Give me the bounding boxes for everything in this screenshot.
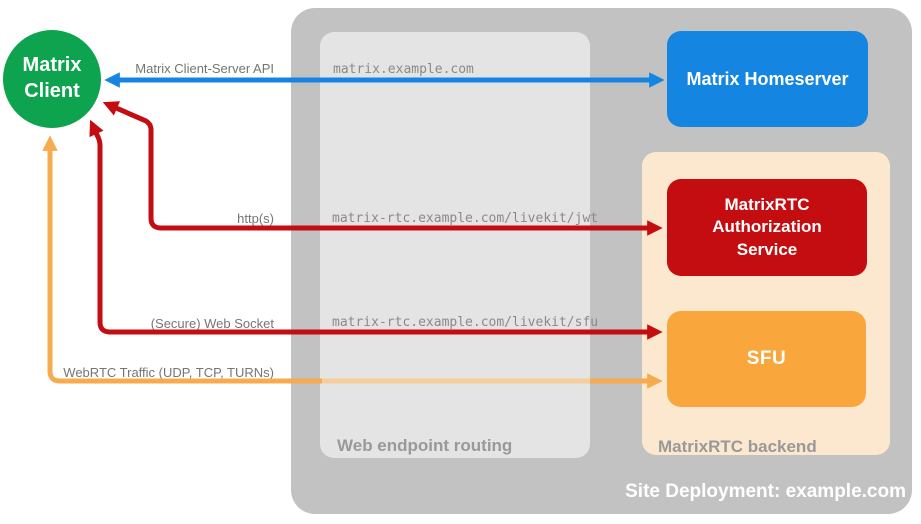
endpoint-livekit-sfu: matrix-rtc.example.com/livekit/sfu <box>332 315 599 330</box>
matrixrtc-authorization-service-label: MatrixRTC Authorization Service <box>712 195 822 259</box>
arrow-webrtc-traffic-left <box>42 135 322 384</box>
site-deployment-label: Site Deployment: example.com <box>625 481 906 502</box>
endpoint-livekit-jwt: matrix-rtc.example.com/livekit/jwt <box>332 211 599 226</box>
label-matrix-client-server-api: Matrix Client-Server API <box>135 61 274 76</box>
matrix-homeserver-label: Matrix Homeserver <box>686 68 849 89</box>
web-endpoint-routing-container <box>320 32 590 458</box>
sfu-label: SFU <box>746 348 787 369</box>
web-endpoint-routing-label: Web endpoint routing <box>337 436 513 455</box>
matrixrtc-authorization-service-node: MatrixRTC Authorization Service <box>667 179 867 276</box>
matrix-homeserver-node: Matrix Homeserver <box>667 31 868 127</box>
label-https: http(s) <box>237 211 274 226</box>
label-webrtc-traffic: WebRTC Traffic (UDP, TCP, TURNs) <box>63 365 274 380</box>
matrix-client-label: Matrix Client <box>22 54 82 102</box>
matrixrtc-backend-label: MatrixRTC backend <box>658 437 817 456</box>
sfu-node: SFU <box>667 311 866 407</box>
matrix-client-node: Matrix Client <box>3 30 101 128</box>
label-secure-web-socket: (Secure) Web Socket <box>150 316 274 331</box>
endpoint-matrix-example-com: matrix.example.com <box>333 62 474 77</box>
